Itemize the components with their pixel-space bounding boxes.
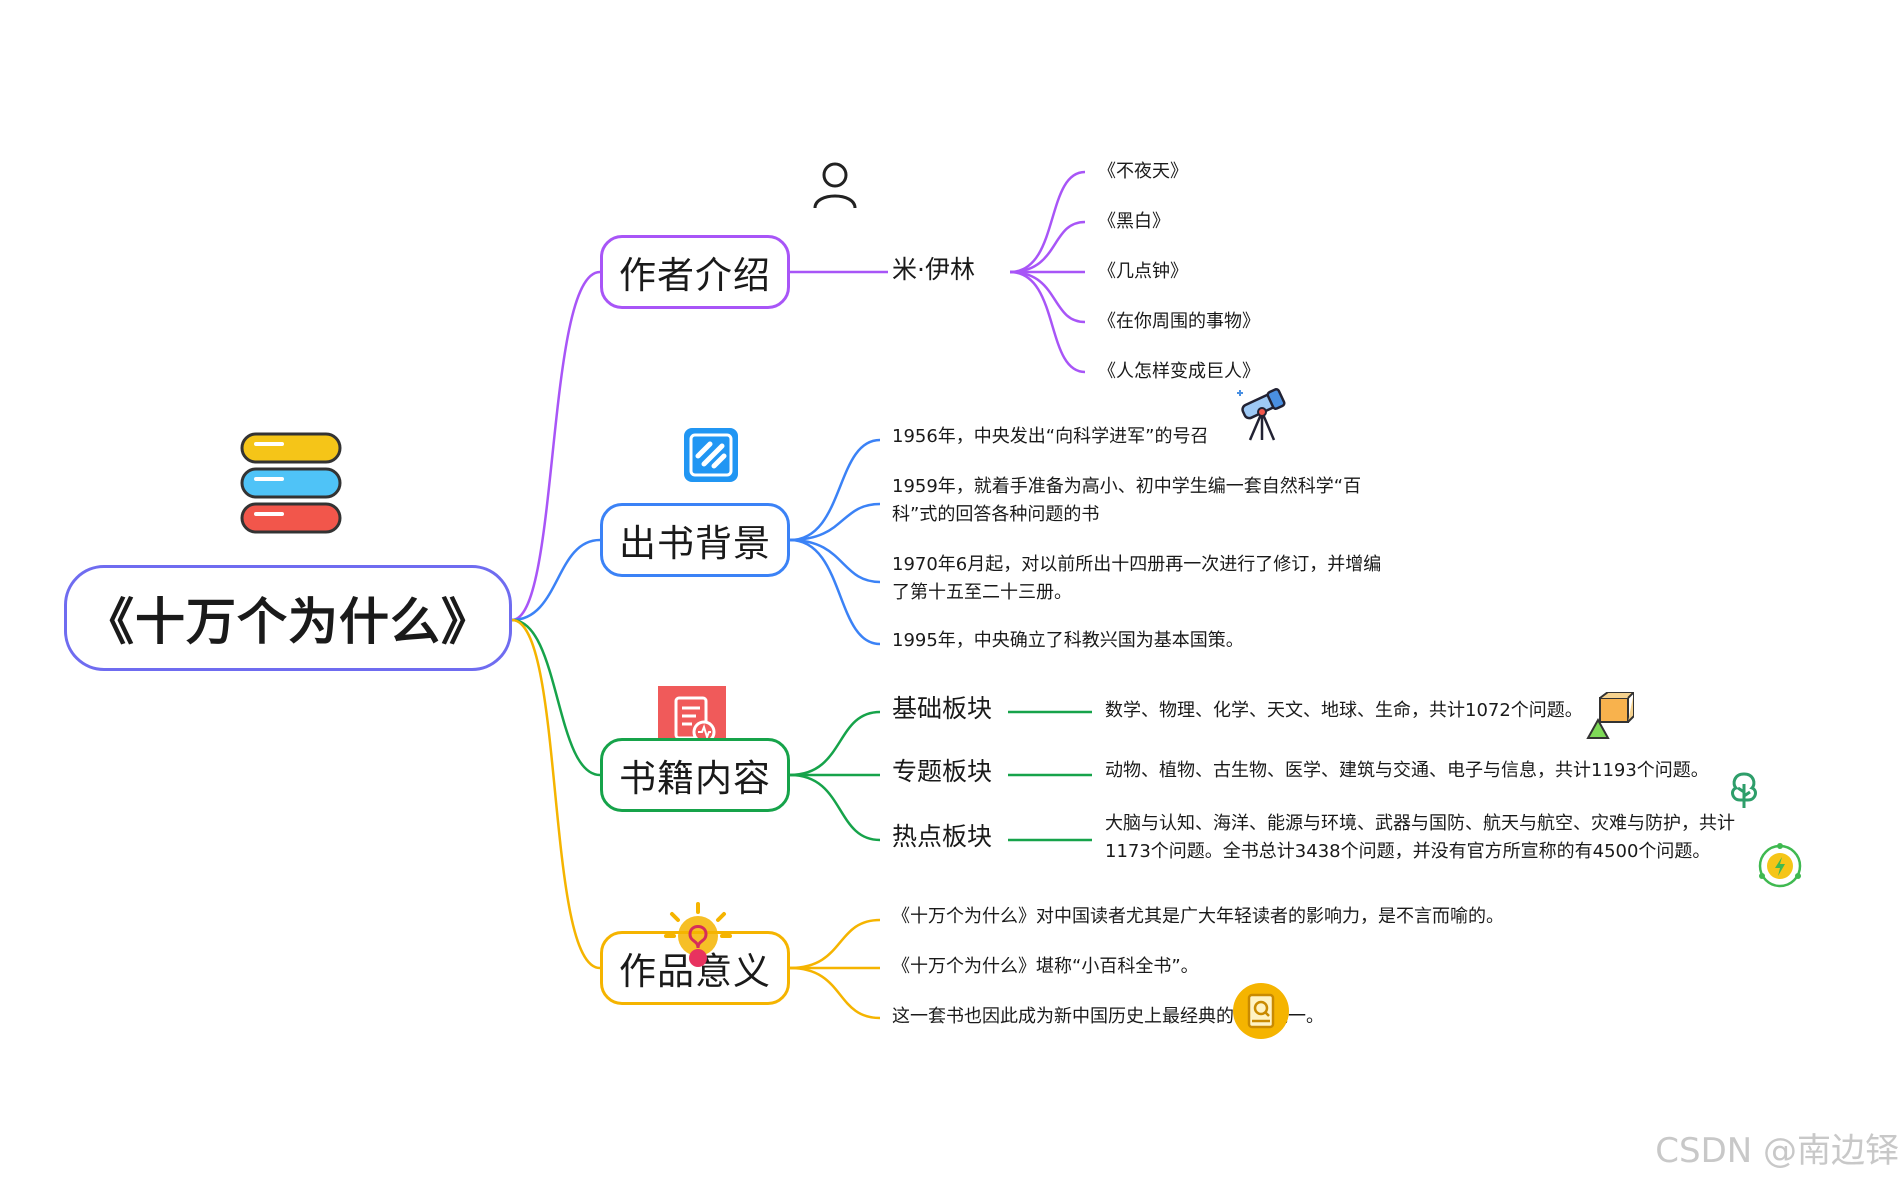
meaning-item[interactable]: 《十万个为什么》对中国读者尤其是广大年轻读者的影响力，是不言而喻的。 [892, 906, 1504, 927]
document-chart-icon [684, 428, 738, 482]
lightbulb-icon [664, 902, 732, 967]
content-links [789, 710, 1092, 842]
link-root-content [511, 618, 601, 777]
author-work[interactable]: 《几点钟》 [1098, 261, 1188, 282]
content-section-name[interactable]: 热点板块 [892, 822, 993, 851]
energy-icon [1758, 843, 1802, 888]
root-topic[interactable]: 《十万个为什么》 [64, 565, 512, 671]
author-name[interactable]: 米·伊林 [892, 255, 975, 284]
link-root-background [511, 538, 601, 622]
meaning-item[interactable]: 《十万个为什么》堪称“小百科全书”。 [892, 956, 1199, 977]
author-works-links [1009, 170, 1086, 374]
author-work[interactable]: 《不夜天》 [1098, 161, 1188, 182]
background-item[interactable]: 1956年，中央发出“向科学进军”的号召 [892, 426, 1209, 447]
background-item[interactable]: 1995年，中央确立了科教兴国为基本国策。 [892, 630, 1244, 651]
content-section-name[interactable]: 专题板块 [892, 757, 993, 786]
link-root-author [511, 270, 601, 622]
author-work[interactable]: 《在你周围的事物》 [1098, 311, 1260, 332]
branch-content[interactable]: 书籍内容 [600, 738, 790, 812]
tree-icon [1731, 772, 1757, 808]
author-work[interactable]: 《黑白》 [1098, 211, 1170, 232]
person-icon [813, 162, 857, 209]
books-stack-icon [240, 432, 342, 534]
branch-background[interactable]: 出书背景 [600, 503, 790, 577]
background-item[interactable]: 1970年6月起，对以前所出十四册再一次进行了修订，并增编了第十五至二十三册。 [892, 554, 1382, 603]
telescope-icon [1237, 388, 1286, 441]
content-section-detail[interactable]: 大脑与认知、海洋、能源与环境、武器与国防、航天与航空、灾难与防护，共计1173个… [1105, 813, 1735, 862]
book-search-icon [1233, 983, 1289, 1039]
content-section-detail[interactable]: 数学、物理、化学、天文、地球、生命，共计1072个问题。 [1105, 700, 1583, 721]
branch-author[interactable]: 作者介绍 [600, 235, 790, 309]
content-section-detail[interactable]: 动物、植物、古生物、医学、建筑与交通、电子与信息，共计1193个问题。 [1105, 760, 1709, 781]
background-item[interactable]: 1959年，就着手准备为高小、初中学生编一套自然科学“百科”式的回答各种问题的书 [892, 476, 1362, 525]
background-links [789, 438, 881, 646]
author-work[interactable]: 《人怎样变成巨人》 [1098, 361, 1260, 382]
link-root-meaning [511, 618, 601, 970]
content-section-name[interactable]: 基础板块 [892, 694, 993, 723]
meaning-item[interactable]: 这一套书也因此成为新中国历史上最经典的读物之一。 [892, 1006, 1324, 1027]
watermark: CSDN @南边铎 [1655, 1131, 1899, 1171]
meaning-links [789, 918, 881, 1020]
geometry-icon [1586, 692, 1634, 739]
